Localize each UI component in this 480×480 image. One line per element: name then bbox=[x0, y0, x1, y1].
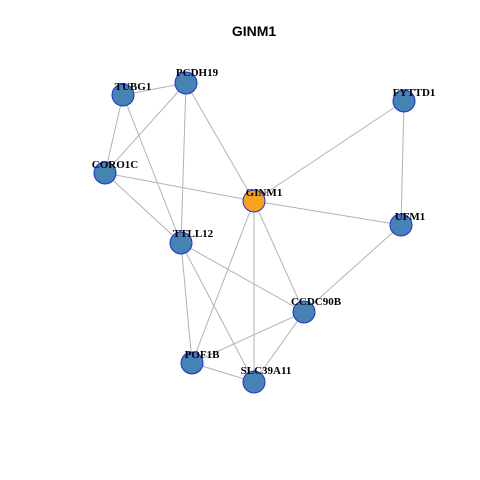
edge-tubg1-ttll12 bbox=[122, 94, 182, 244]
node-label-slc39a11: SLC39A11 bbox=[241, 365, 292, 377]
edge-pcdh19-ttll12 bbox=[180, 82, 187, 244]
node-pof1b[interactable] bbox=[180, 351, 204, 375]
node-slc39a11[interactable] bbox=[242, 370, 266, 394]
edge-fyttd1-ufm1 bbox=[400, 100, 405, 226]
node-fyttd1[interactable] bbox=[392, 89, 416, 113]
edge-ttll12-pof1b bbox=[180, 242, 193, 364]
node-ttll12[interactable] bbox=[169, 231, 193, 255]
edge-ginm1-ccdc90b bbox=[253, 200, 305, 313]
node-label-ccdc90b: CCDC90B bbox=[291, 296, 342, 308]
edge-ccdc90b-pof1b bbox=[191, 311, 305, 364]
node-label-pof1b: POF1B bbox=[185, 349, 220, 361]
edge-ttll12-ccdc90b bbox=[180, 242, 305, 313]
node-ccdc90b[interactable] bbox=[292, 300, 316, 324]
node-label-ttll12: TTLL12 bbox=[173, 228, 214, 240]
node-label-tubg1: TUBG1 bbox=[115, 81, 152, 93]
node-label-ufm1: UFM1 bbox=[395, 211, 426, 223]
edge-ufm1-ccdc90b bbox=[303, 224, 402, 313]
node-label-ginm1: GINM1 bbox=[246, 187, 283, 199]
edge-tubg1-coro1c bbox=[104, 94, 124, 174]
edge-ginm1-pof1b bbox=[191, 200, 255, 364]
node-tubg1[interactable] bbox=[111, 83, 135, 107]
edge-ccdc90b-slc39a11 bbox=[253, 311, 305, 383]
node-label-pcdh19: PCDH19 bbox=[176, 67, 219, 79]
edge-layer bbox=[104, 82, 405, 383]
edge-coro1c-ttll12 bbox=[104, 172, 182, 244]
edge-ginm1-coro1c bbox=[104, 172, 255, 202]
edge-ginm1-fyttd1 bbox=[253, 100, 405, 202]
node-ginm1[interactable] bbox=[242, 189, 266, 213]
graph-title: GINM1 bbox=[232, 23, 277, 39]
node-label-coro1c: CORO1C bbox=[92, 159, 139, 171]
edge-ginm1-ufm1 bbox=[253, 200, 402, 226]
node-pcdh19[interactable] bbox=[174, 71, 198, 95]
node-layer bbox=[93, 71, 416, 394]
edge-ginm1-pcdh19 bbox=[185, 82, 255, 202]
edge-ttll12-slc39a11 bbox=[180, 242, 255, 383]
node-coro1c[interactable] bbox=[93, 161, 117, 185]
node-ufm1[interactable] bbox=[389, 213, 413, 237]
node-label-fyttd1: FYTTD1 bbox=[393, 87, 436, 99]
edge-pcdh19-coro1c bbox=[104, 82, 187, 174]
